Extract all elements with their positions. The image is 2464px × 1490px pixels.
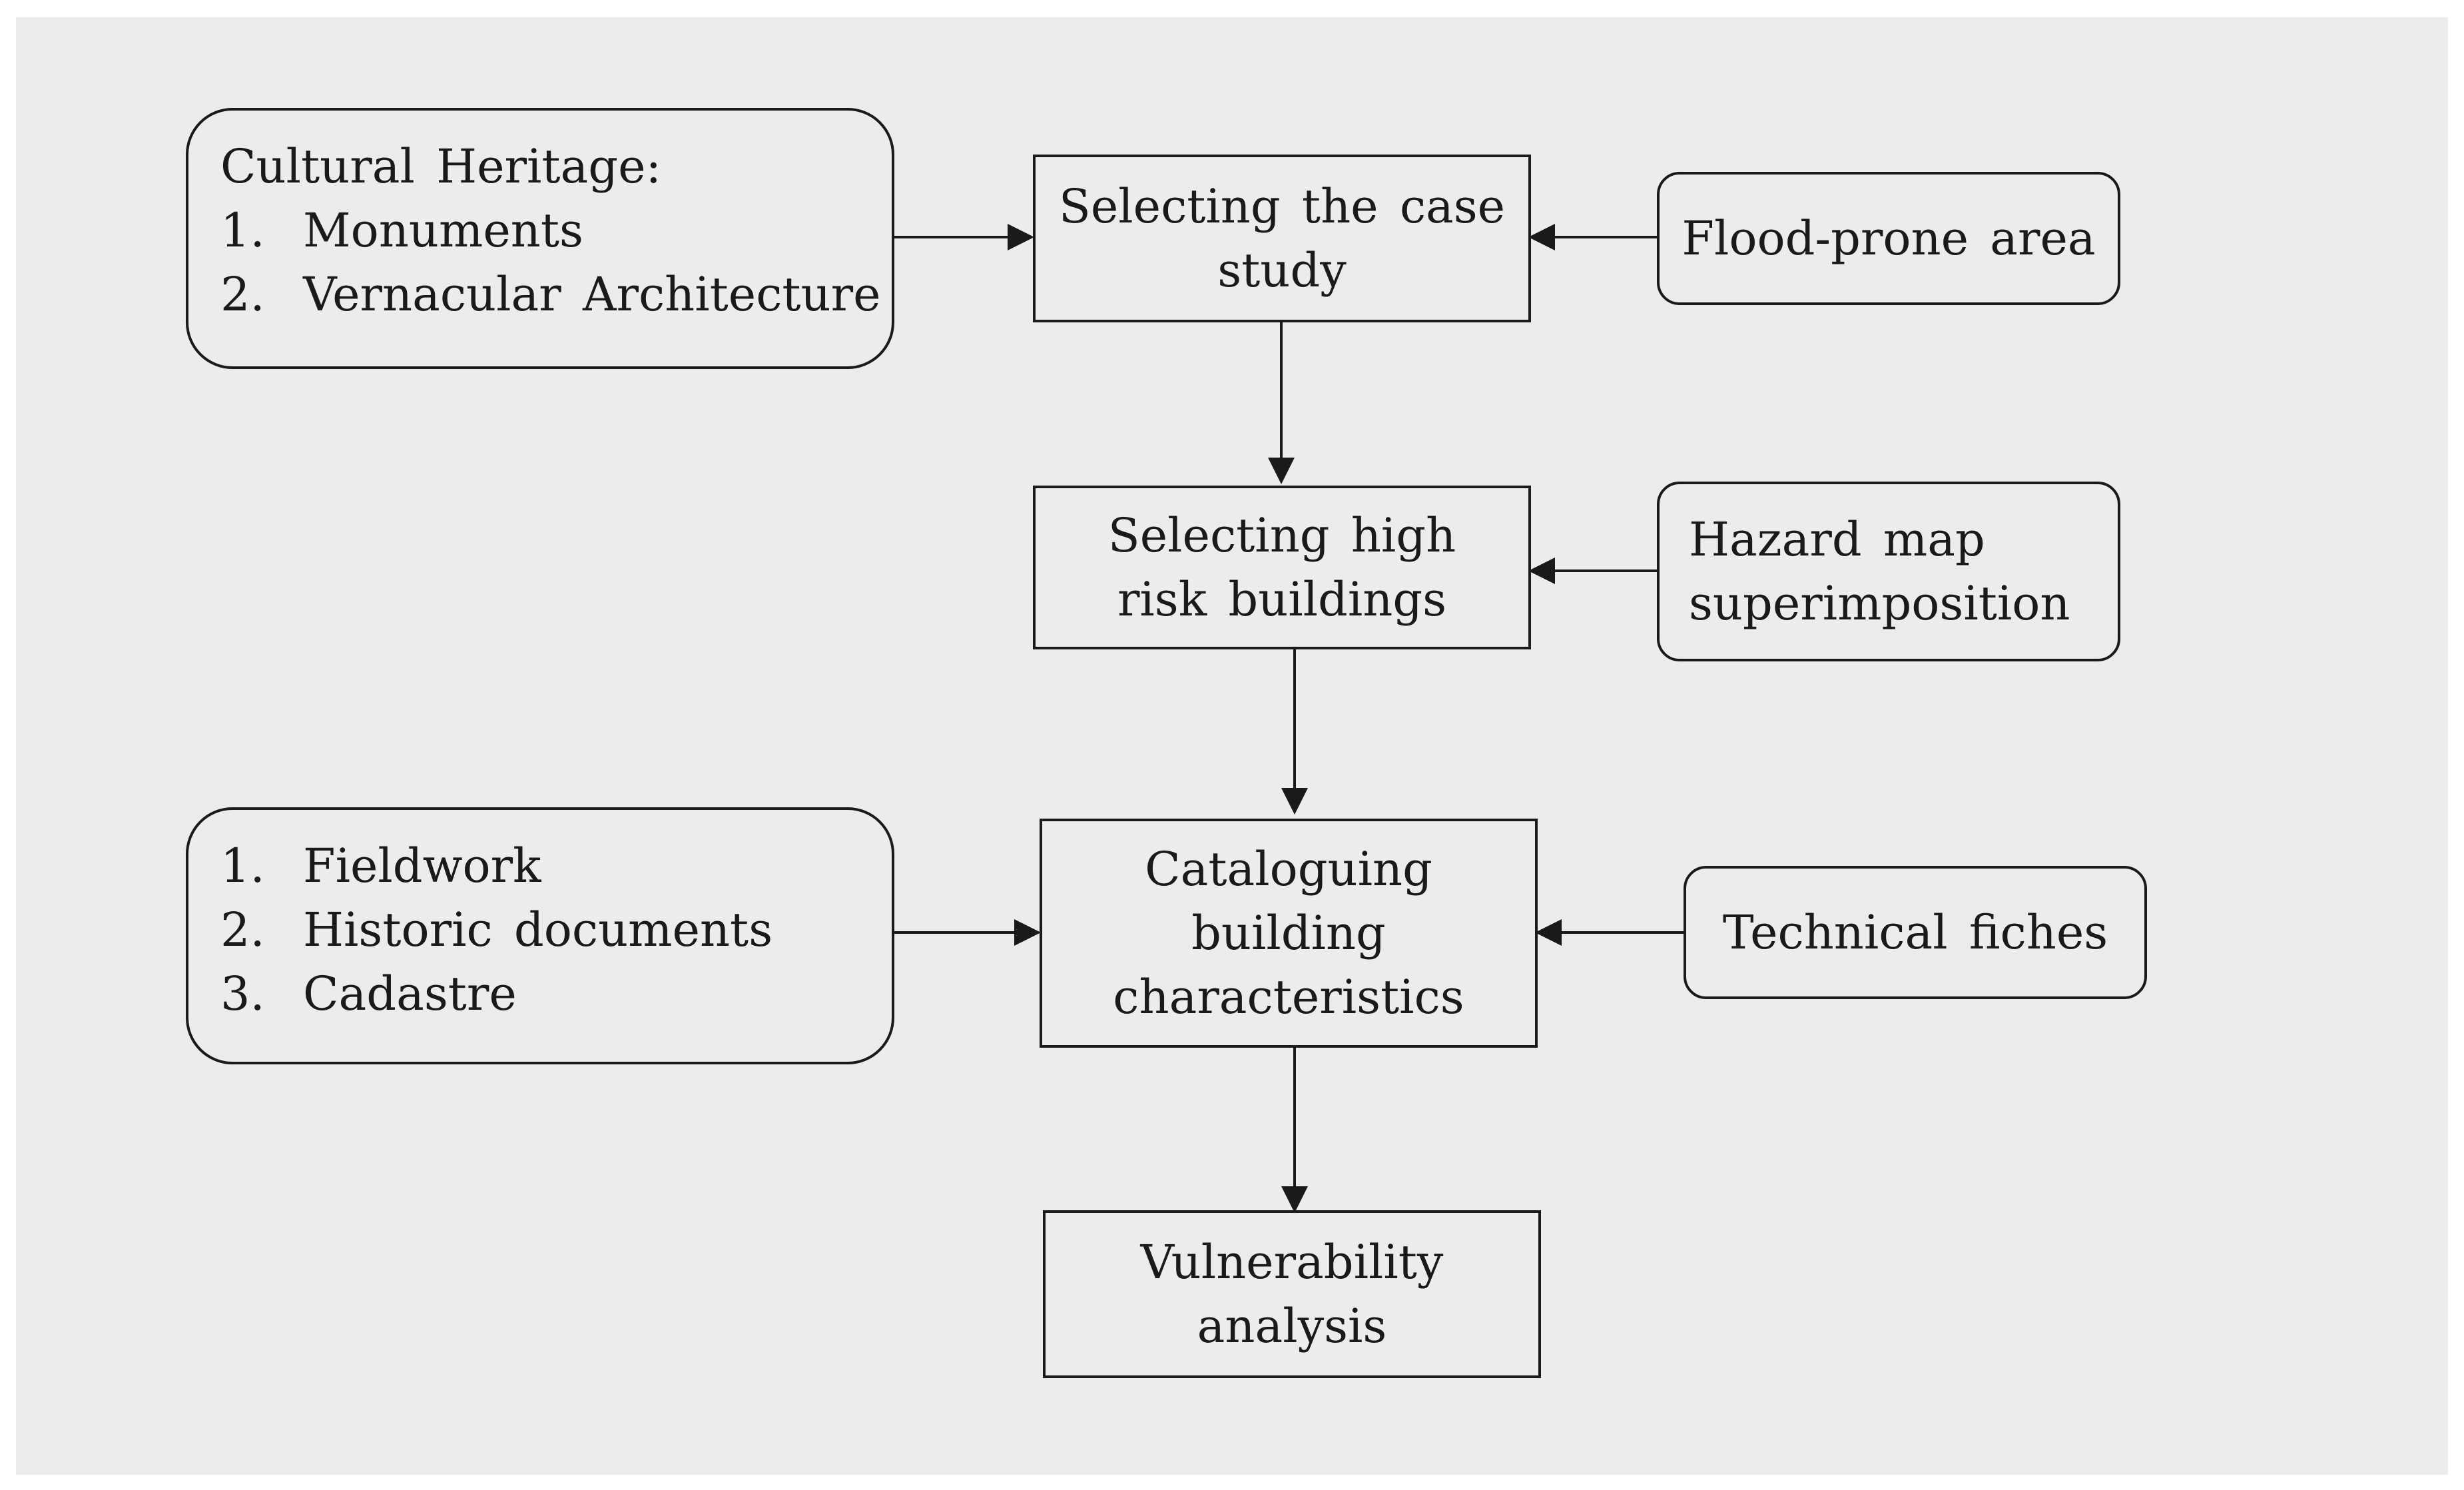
input-label-line: superimposition	[1689, 576, 2070, 631]
list-item-number: 1.	[220, 839, 265, 893]
data-sources-box: 1. Fieldwork 2. Historic documents 3. Ca…	[186, 807, 894, 1064]
list-item: 3. Cadastre	[220, 962, 892, 1026]
list-item-text: Cadastre	[303, 966, 517, 1021]
step-label-line: Cataloguing	[1145, 842, 1432, 897]
input-label-line: Flood-prone area	[1682, 211, 2096, 266]
cultural-heritage-box: Cultural Heritage: 1. Monuments 2. Verna…	[186, 108, 894, 369]
step-label-line: study	[1217, 243, 1347, 298]
list-item: 1. Fieldwork	[220, 834, 892, 898]
step-selecting-case-study: Selecting the case study	[1033, 155, 1531, 322]
step-cataloguing-building-characteristics: Cataloguing building characteristics	[1040, 819, 1538, 1048]
list-item: 1. Monuments	[220, 198, 892, 262]
input-label-line: Hazard map	[1689, 512, 1985, 567]
input-technical-fiches: Technical fiches	[1684, 866, 2147, 999]
input-flood-prone-area: Flood-prone area	[1657, 172, 2120, 305]
list-item-number: 1.	[220, 203, 265, 258]
step-selecting-high-risk-buildings: Selecting high risk buildings	[1033, 486, 1531, 649]
list-item: 2. Historic documents	[220, 898, 892, 962]
step-label-line: characteristics	[1113, 970, 1464, 1024]
input-hazard-map-superimposition: Hazard map superimposition	[1657, 482, 2120, 661]
list-item-text: Vernacular Architecture	[303, 267, 881, 322]
list-item-number: 3.	[220, 966, 265, 1021]
list-item-text: Fieldwork	[303, 839, 541, 893]
list-item-text: Historic documents	[303, 903, 773, 957]
step-label-line: Vulnerability	[1140, 1235, 1444, 1290]
list-item-number: 2.	[220, 903, 265, 957]
step-vulnerability-analysis: Vulnerability analysis	[1043, 1210, 1541, 1378]
input-label-line: Technical fiches	[1722, 905, 2108, 960]
step-label-line: analysis	[1197, 1299, 1387, 1353]
step-label-line: building	[1191, 906, 1386, 960]
list-item-text: Monuments	[303, 203, 583, 258]
step-label-line: Selecting high	[1107, 508, 1456, 563]
step-label-line: risk buildings	[1117, 572, 1447, 627]
list-item: 2. Vernacular Architecture	[220, 262, 892, 326]
step-label-line: Selecting the case	[1058, 179, 1506, 234]
list-item-number: 2.	[220, 267, 265, 322]
cultural-heritage-heading: Cultural Heritage:	[220, 139, 662, 194]
